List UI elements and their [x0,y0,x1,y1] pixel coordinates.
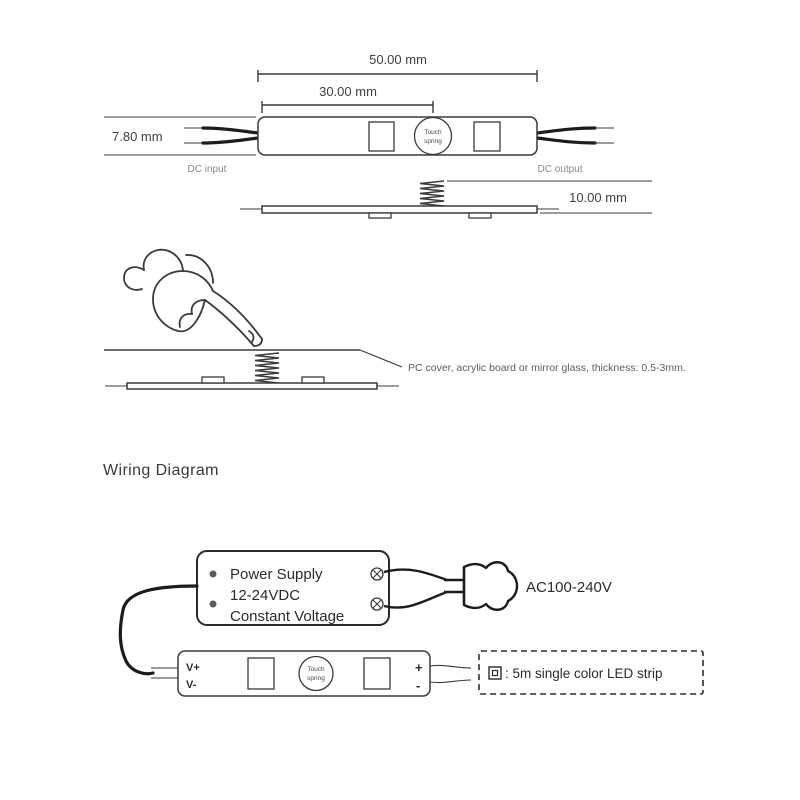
top-view-drawing: 50.00 mm 30.00 mm 7.80 mm [104,52,614,175]
power-supply-box: Power Supply 12-24VDC Constant Voltage [196,550,390,626]
side-view-pcb [261,205,538,214]
dimmer-module-body [257,116,538,156]
led-strip-box: : 5m single color LED strip [478,650,704,695]
note-leader-line [359,349,403,368]
module-component-left [368,121,395,152]
illustration-pad-right [301,376,325,384]
dc-output-label: DC output [537,164,582,175]
ac-plug-icon [383,561,519,611]
touch-spring-button: Touch spring [413,116,453,156]
wiring-module-component-right [363,657,391,690]
dc-output-wires [535,126,614,145]
led-strip-icon [488,666,502,680]
screw-terminal-icon-bottom [370,597,384,611]
ac-voltage-label: AC100-240V [526,579,612,596]
pointing-hand-icon [123,248,263,347]
wiring-dimmer-module: V+ V- Touch spring + - [177,650,431,697]
dimension-30mm-label: 30.00 mm [319,84,377,99]
illustration-pcb [126,382,378,390]
dimension-50mm-label: 50.00 mm [369,52,427,67]
dc-input-wires [184,126,260,145]
wiring-touch-spring-line1: Touch [307,666,325,673]
psu-label-line3: Constant Voltage [230,608,344,625]
wiring-touch-spring-line2: spring [307,675,325,682]
strip-wire-plus [429,664,472,669]
v-minus-label: V- [186,679,197,691]
wiring-touch-spring-button: Touch spring [298,655,334,692]
touch-spring-label-line2: spring [424,138,442,145]
side-view-drawing: 10.00 mm [240,180,652,219]
strip-wire-minus [429,679,472,684]
psu-dot-bottom [209,600,217,608]
wiring-diagram-title: Wiring Diagram [103,462,219,479]
dimension-7-80mm: 7.80 mm [104,116,256,156]
touch-illustration: PC cover, acrylic board or mirror glass,… [104,248,686,390]
v-plus-label: V+ [186,662,200,674]
side-view-spring-coil [419,180,445,207]
dc-loop-wire [118,584,199,676]
illustration-spring-coil [254,352,280,384]
dc-input-label: DC input [188,164,227,175]
cover-note: PC cover, acrylic board or mirror glass,… [408,362,686,374]
module-component-right [473,121,501,152]
wiring-module-component-left [247,657,275,690]
dimension-10mm: 10.00 mm [447,180,652,214]
psu-label-line2: 12-24VDC [230,587,300,604]
dimension-50mm: 50.00 mm [257,52,538,82]
side-view-pad-left [368,212,392,219]
illustration-pad-left [201,376,225,384]
psu-label-line1: Power Supply [230,566,323,583]
wiring-diagram: Power Supply 12-24VDC Constant Voltage [118,550,704,697]
psu-dot-top [209,570,217,578]
dimension-30mm: 30.00 mm [261,84,434,113]
led-strip-label: : 5m single color LED strip [505,666,663,681]
output-minus-label: - [416,678,420,693]
touch-spring-label-line1: Touch [424,129,442,136]
screw-terminal-icon-top [370,567,384,581]
output-plus-label: + [415,660,423,675]
dimension-10mm-label: 10.00 mm [569,190,627,205]
dimension-7-80mm-label: 7.80 mm [112,129,163,144]
side-view-pad-right [468,212,492,219]
